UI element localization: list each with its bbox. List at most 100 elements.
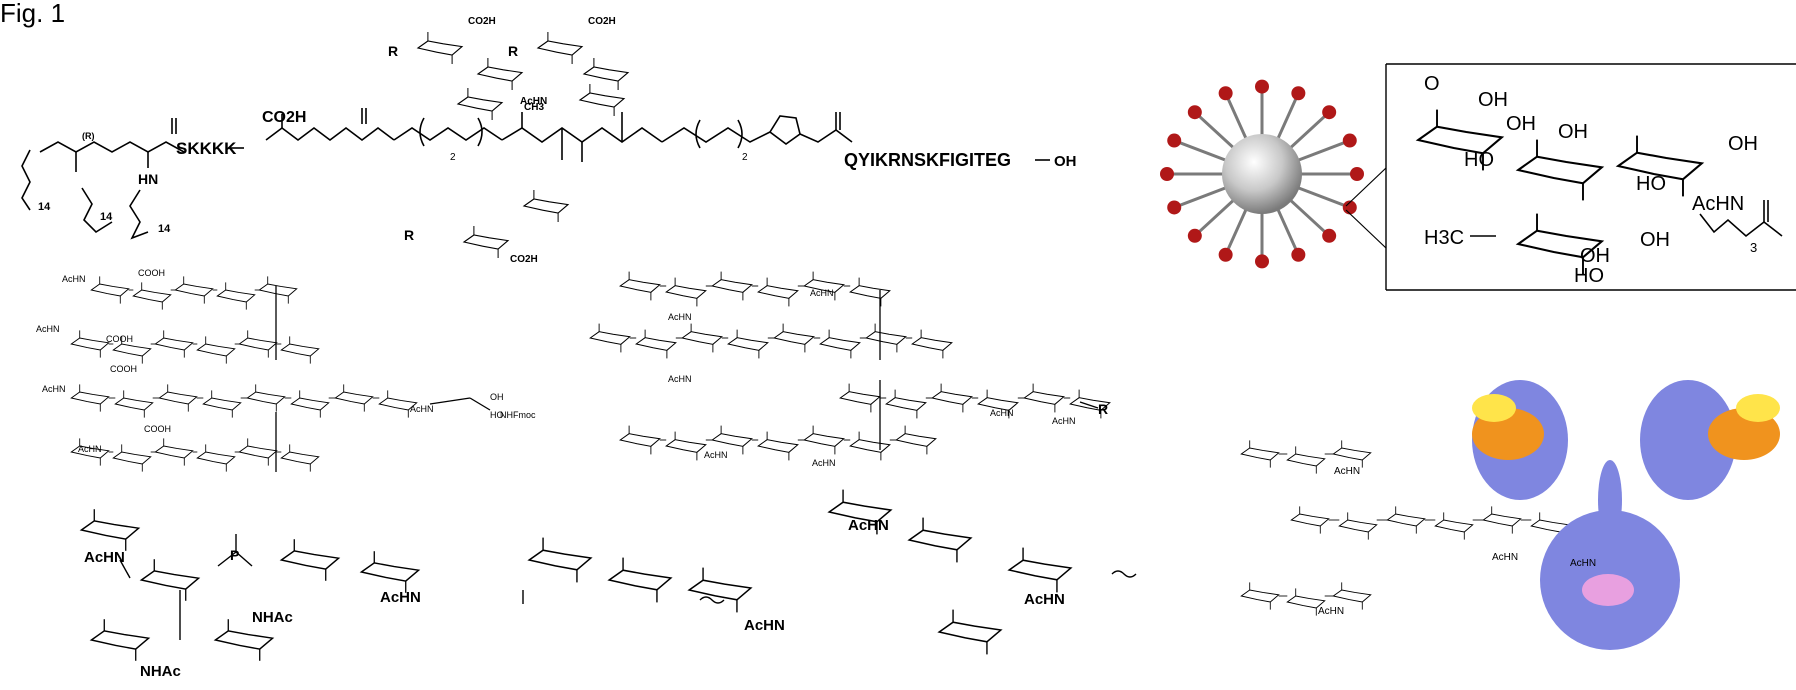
sugar-ring bbox=[196, 451, 236, 465]
cooh-label-4: COOH bbox=[144, 424, 171, 434]
inset-oh-3: OH bbox=[1558, 121, 1588, 143]
sugar-ring bbox=[849, 285, 891, 299]
inset-ho-1: HO bbox=[1464, 149, 1494, 171]
bottom-left-glycan-rings bbox=[79, 509, 421, 661]
sugar-ring bbox=[1023, 391, 1065, 405]
sugar-ring bbox=[112, 451, 152, 465]
inset-o-label: O bbox=[1424, 73, 1440, 95]
sugar-ring bbox=[70, 337, 110, 351]
nhac-label-a: NHAc bbox=[252, 609, 293, 626]
ligand-tip bbox=[1255, 254, 1269, 269]
sugar-ring bbox=[1286, 453, 1326, 467]
ligand-tip bbox=[1160, 167, 1174, 181]
sugar-ring bbox=[665, 285, 707, 299]
chain-length-a: 14 bbox=[38, 201, 51, 213]
inset-achn: AcHN bbox=[1692, 193, 1744, 215]
left-oh-label: OH bbox=[490, 392, 504, 402]
inset-glycan-rings bbox=[1415, 109, 1705, 275]
sugar-ring bbox=[158, 391, 198, 405]
sugar-ring bbox=[280, 451, 320, 465]
sugar-ring bbox=[258, 283, 298, 297]
sugar-ring bbox=[279, 550, 341, 570]
antibody-glycan-labels: AcHN AcHN AcHN AcHN bbox=[1318, 466, 1596, 617]
ligand-tip bbox=[1218, 247, 1233, 262]
methyl-label: CH3 bbox=[524, 102, 544, 113]
bottom-middle-glycan-rings bbox=[527, 489, 1073, 655]
zoom-line-top bbox=[1345, 167, 1387, 207]
ligand-tip bbox=[1167, 133, 1182, 148]
sugar-ring bbox=[907, 529, 973, 551]
sugar-ring bbox=[1290, 513, 1330, 527]
ab-achn-2: AcHN bbox=[1318, 606, 1344, 617]
sugar-ring bbox=[1332, 589, 1372, 603]
ligand-tip bbox=[1291, 247, 1306, 262]
sugar-ring bbox=[334, 391, 374, 405]
carboxyl-label-c: CO2H bbox=[510, 254, 538, 265]
sugar-ring bbox=[885, 397, 927, 411]
sugar-ring bbox=[1386, 513, 1426, 527]
cooh-label-2: COOH bbox=[106, 334, 133, 344]
cooh-label-3: COOH bbox=[110, 364, 137, 374]
left-achn-2: AcHN bbox=[36, 324, 60, 334]
ligand-tip bbox=[1322, 228, 1337, 243]
sugar-ring bbox=[839, 391, 881, 405]
left-achn-5: AcHN bbox=[410, 404, 434, 414]
sugar-ring bbox=[1240, 447, 1280, 461]
sugar-ring bbox=[112, 343, 152, 357]
ligand-tip bbox=[1322, 105, 1337, 120]
sugar-ring bbox=[79, 520, 141, 540]
ligand-tip bbox=[1187, 105, 1202, 120]
sugar-ring bbox=[895, 433, 937, 447]
sugar-ring bbox=[578, 92, 626, 108]
sugar-ring bbox=[803, 433, 845, 447]
middle-glycan-labels: R AcHN AcHN AcHN AcHN AcHN AcHN AcHN bbox=[668, 288, 1108, 468]
mid-achn-3: AcHN bbox=[668, 374, 692, 384]
ligand-tip bbox=[1342, 133, 1357, 148]
r-group-c: R bbox=[404, 227, 414, 243]
sugar-ring bbox=[527, 549, 593, 571]
fab-left-yellow bbox=[1472, 394, 1516, 422]
chain-length-b: 14 bbox=[100, 211, 113, 223]
ab-achn-3: AcHN bbox=[1492, 552, 1518, 563]
ab-achn-4: AcHN bbox=[1570, 558, 1596, 569]
sugar-ring bbox=[280, 343, 320, 357]
left-glycan-bonds bbox=[275, 286, 491, 472]
sugar-ring bbox=[213, 630, 275, 650]
inset-labels: O OH OH OH OH OH OH HO HO HO AcHN H3C 3 bbox=[1424, 73, 1758, 287]
sugar-ring bbox=[456, 96, 504, 112]
inset-box bbox=[1385, 63, 1796, 291]
amine-label: HN bbox=[138, 171, 158, 187]
bottom-middle-bonds bbox=[522, 570, 1137, 604]
sugar-ring bbox=[582, 66, 630, 82]
sugar-ring bbox=[246, 391, 286, 405]
inset-ho-3: HO bbox=[1574, 265, 1604, 287]
sugar-ring bbox=[911, 337, 953, 351]
sugar-ring bbox=[90, 283, 130, 297]
phosphorus-label: P bbox=[230, 547, 239, 563]
peg-repeat-b: 2 bbox=[742, 152, 748, 163]
lipopeptide-labels: (R) SKKKK CO2H HN 2 2 14 14 14 QYIKRNSKF… bbox=[38, 16, 1077, 265]
sugar-ring bbox=[757, 285, 799, 299]
sugar-ring bbox=[238, 337, 278, 351]
sugar-ring bbox=[290, 397, 330, 411]
left-glycan-labels: COOH COOH COOH COOH AcHN AcHN AcHN AcHN … bbox=[36, 268, 536, 454]
inset-oh-1: OH bbox=[1478, 89, 1508, 111]
sugar-ring bbox=[687, 579, 753, 601]
figure-label: Fig. 1 bbox=[0, 0, 66, 28]
mid-achn-2: AcHN bbox=[810, 288, 834, 298]
ligand-tip bbox=[1350, 167, 1364, 181]
acetamide-label: AcHN bbox=[520, 96, 547, 107]
ligand-tip bbox=[1218, 86, 1233, 101]
sugar-ring bbox=[174, 283, 214, 297]
terminus-label: OH bbox=[1054, 153, 1077, 170]
sugar-ring bbox=[937, 621, 1003, 643]
sugar-ring bbox=[1007, 559, 1073, 581]
antibody-glycan-rings bbox=[1240, 440, 1570, 616]
antibody-illustration bbox=[1472, 380, 1780, 650]
sugar-ring bbox=[154, 337, 194, 351]
sugar-ring bbox=[1515, 155, 1605, 185]
sugar-ring bbox=[1434, 519, 1474, 533]
nanoparticle-core bbox=[1222, 134, 1302, 214]
sugar-ring bbox=[154, 445, 194, 459]
